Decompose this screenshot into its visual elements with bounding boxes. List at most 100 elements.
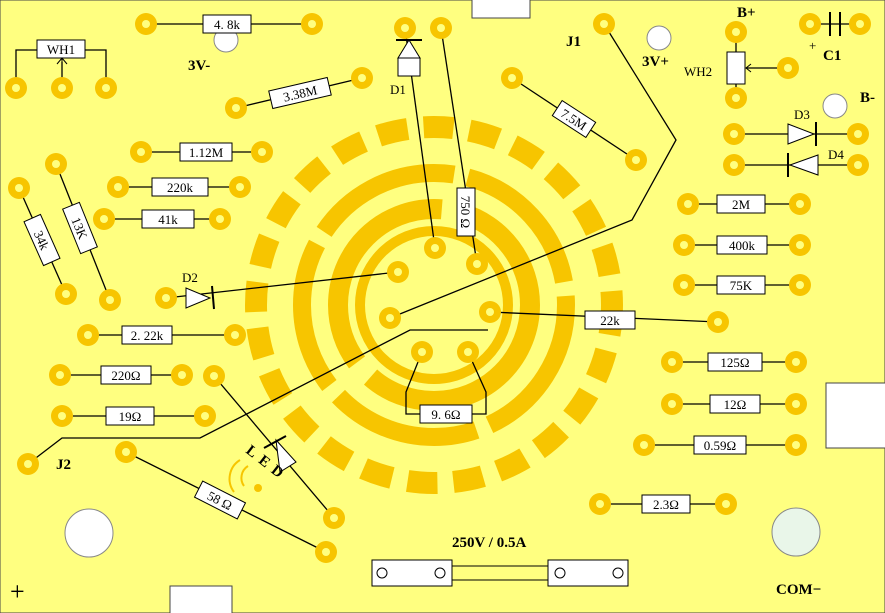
solder-pad-hole — [792, 441, 800, 449]
solder-pad-hole — [58, 84, 66, 92]
resistor-750: 750 Ω — [456, 187, 476, 237]
mount-hole-top-right — [646, 25, 672, 51]
resistor-34k-label: 34k — [31, 228, 53, 252]
solder-pad-hole — [231, 331, 239, 339]
solder-pad-hole — [732, 94, 740, 102]
solder-pad-hole — [854, 130, 862, 138]
solder-pad-hole — [178, 371, 186, 379]
ring-middle-outer — [293, 164, 575, 446]
solder-pad-hole — [102, 84, 110, 92]
resistor-750-label: 750 Ω — [458, 196, 473, 228]
resistor-9-6-ohm-label: 9. 6Ω — [431, 407, 460, 422]
label-b-minus: B- — [860, 90, 875, 106]
label-d2: D2 — [182, 270, 198, 285]
label-wh2: WH2 — [684, 64, 712, 79]
solder-pad-hole — [100, 215, 108, 223]
solder-pad-hole — [464, 348, 472, 356]
solder-pad-hole — [24, 460, 32, 468]
solder-pad-hole — [401, 24, 409, 32]
solder-pad-hole — [431, 244, 439, 252]
ring-middle-inner — [328, 199, 540, 411]
solder-pad-hole — [216, 215, 224, 223]
resistor-2-3-ohm: 2.3Ω — [641, 494, 691, 514]
resistor-13k: 13K — [62, 201, 98, 255]
solder-pad-hole — [56, 371, 64, 379]
resistor-22k: 22k — [584, 310, 636, 330]
solder-pad-hole — [62, 290, 70, 298]
resistor-12-ohm-label: 12Ω — [724, 397, 747, 412]
diode-d4 — [787, 153, 819, 177]
solder-pad-hole — [236, 183, 244, 191]
resistor-4-8k-label: 4. 8k — [214, 17, 241, 32]
solder-pad-hole — [486, 308, 494, 316]
solder-pad-hole — [796, 200, 804, 208]
solder-pad-hole — [730, 130, 738, 138]
solder-pad-hole — [232, 104, 240, 112]
solder-pad-hole — [806, 20, 814, 28]
solder-pad-hole — [386, 314, 394, 322]
solder-pad-hole — [137, 148, 145, 156]
potentiometer-wh2 — [726, 51, 758, 85]
resistor-2-22k: 2. 22k — [121, 325, 173, 345]
diode-d2 — [185, 285, 215, 310]
solder-pad-hole — [730, 161, 738, 169]
solder-pad-hole — [854, 161, 862, 169]
mount-hole-bottom-right — [771, 507, 821, 557]
solder-pad-hole — [632, 156, 640, 164]
ring-inner — [355, 226, 513, 384]
solder-pad-hole — [856, 20, 864, 28]
solder-pad-hole — [714, 318, 722, 326]
solder-pad-hole — [258, 148, 266, 156]
solder-pad-hole — [322, 548, 330, 556]
resistor-4-8k: 4. 8k — [202, 14, 252, 34]
resistor-2m-label: 2M — [732, 197, 751, 212]
wh1-arrow-icon — [56, 57, 68, 70]
mount-hole-b-minus — [822, 93, 848, 119]
resistor-125-ohm: 125Ω — [707, 352, 763, 372]
resistor-400k-label: 400k — [729, 238, 756, 253]
label-com: COM− — [776, 582, 821, 598]
resistor-2-3-ohm-label: 2.3Ω — [653, 497, 679, 512]
solder-pad-hole — [473, 260, 481, 268]
solder-pad-hole — [15, 184, 23, 192]
solder-pad-hole — [668, 400, 676, 408]
solder-pad-hole — [668, 358, 676, 366]
label-3v-plus: 3V+ — [642, 54, 669, 70]
solder-pad-hole — [114, 183, 122, 191]
solder-pad-hole — [508, 74, 516, 82]
label-j1: J1 — [566, 34, 581, 50]
label-fuse: 250V / 0.5A — [452, 535, 526, 551]
solder-pad-hole — [680, 241, 688, 249]
solder-pad-hole — [640, 441, 648, 449]
mount-hole-bottom-left — [64, 508, 114, 558]
solder-pad-hole — [437, 24, 445, 32]
resistor-220k: 220k — [151, 177, 209, 197]
solder-pad-hole — [796, 241, 804, 249]
label-d4: D4 — [828, 147, 844, 162]
resistor-220-ohm-label: 220Ω — [111, 368, 140, 383]
solder-pad-hole — [784, 64, 792, 72]
potentiometer-wh1: WH1 — [36, 39, 86, 70]
label-d3: D3 — [794, 107, 810, 122]
label-b-plus: B+ — [737, 5, 756, 21]
solder-pad-hole — [162, 294, 170, 302]
solder-pad-hole — [684, 200, 692, 208]
solder-pad-hole — [792, 400, 800, 408]
wh1-label: WH1 — [47, 42, 75, 57]
resistor-3-38m: 3.38M — [268, 76, 332, 110]
solder-pads — [5, 13, 871, 563]
solder-pad-hole — [122, 448, 130, 456]
solder-pad-hole — [58, 412, 66, 420]
resistor-1-12m-label: 1.12M — [189, 145, 224, 160]
resistor-12-ohm: 12Ω — [709, 394, 761, 414]
resistor-220k-label: 220k — [167, 180, 194, 195]
solder-pad-hole — [600, 20, 608, 28]
solder-pad-hole — [308, 20, 316, 28]
solder-pad-hole — [792, 358, 800, 366]
label-j2: J2 — [56, 457, 71, 473]
resistor-41k-label: 41k — [158, 212, 178, 227]
solder-pad-hole — [596, 500, 604, 508]
